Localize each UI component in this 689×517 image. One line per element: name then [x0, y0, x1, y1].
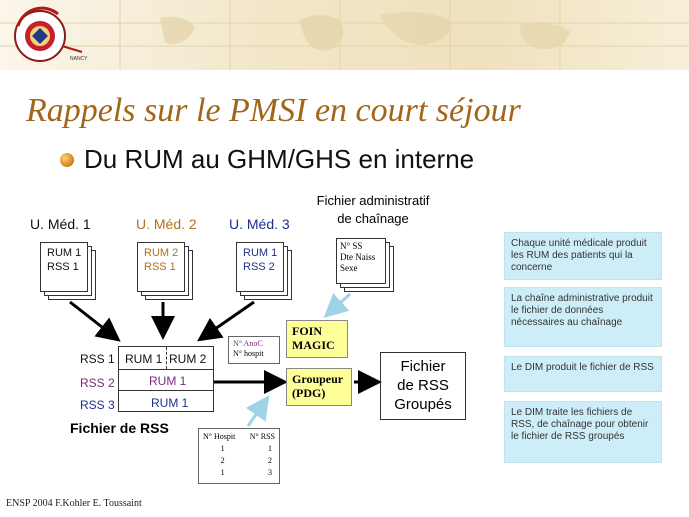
hospit-rss-table: N° Hospit N° RSS 1 1 2 2 1 3: [198, 428, 280, 484]
anoc-box: N° AnoC N° hospit: [228, 336, 280, 364]
anoc-line-1: N° AnoC: [233, 339, 263, 348]
university-logo: NANCY: [10, 6, 94, 64]
unit-3-doc-line-2: RSS 2: [243, 261, 275, 273]
output-line-1: Fichier: [400, 358, 446, 375]
rss-file-table: RUM 1 RUM 2 RUM 1 RUM 1: [118, 346, 214, 412]
chainage-doc-line-2: Dte Naiss: [340, 252, 376, 262]
header-banner: [0, 0, 689, 70]
rss-row-1-label: RSS 1: [80, 352, 115, 366]
rss-row-3-label: RSS 3: [80, 398, 115, 412]
unit-1-doc-line-1: RUM 1: [47, 247, 82, 259]
side-note-4: Le DIM traite les fichiers de RSS, de ch…: [504, 401, 662, 463]
output-line-2: de RSS: [397, 377, 449, 394]
chainage-file-title: Fichier administratif de chaînage: [298, 192, 448, 228]
hospit-cell-2-1: 2: [220, 456, 225, 465]
unit-2-label: U. Méd. 2: [136, 216, 197, 232]
slide-subtitle: Du RUM au GHM/GHS en interne: [84, 144, 475, 174]
rss-row-1-cell-1: RUM 1: [125, 352, 163, 366]
side-note-1: Chaque unité médicale produit les RUM de…: [504, 232, 662, 280]
rss-row-1-cell-2: RUM 2: [169, 352, 207, 366]
foin-line-2: MAGIC: [292, 338, 335, 352]
arrow-unit3-to-rss: [197, 300, 255, 342]
chainage-doc-line-3: Sexe: [340, 263, 358, 273]
foin-magic-box: FOIN MAGIC: [286, 320, 348, 358]
side-note-2: La chaîne administrative produit le fich…: [504, 287, 662, 347]
groupeur-box: Groupeur (PDG): [286, 368, 352, 406]
unit-2-doc-line-2: RSS 1: [144, 261, 176, 273]
side-note-3: Le DIM produit le fichier de RSS: [504, 356, 662, 392]
groupeur-line-1: Groupeur: [292, 372, 344, 386]
chainage-title-line-2: de chaînage: [337, 211, 409, 226]
hospit-cell-3-2: 3: [268, 468, 272, 477]
world-map-decoration: [0, 0, 689, 70]
output-line-3: Groupés: [394, 396, 452, 413]
arrow-chainage-to-foin: [323, 292, 352, 319]
hospit-header-1: N° Hospit: [203, 432, 236, 441]
hospit-cell-1-2: 1: [268, 444, 272, 453]
chainage-doc-line-1: N° SS: [340, 241, 363, 251]
hospit-header-2: N° RSS: [249, 432, 275, 441]
rss-row-3-cell-1: RUM 1: [151, 396, 189, 410]
rss-file-caption: Fichier de RSS: [70, 420, 169, 436]
svg-text:NANCY: NANCY: [70, 56, 88, 62]
unit-3-doc-line-1: RUM 1: [243, 247, 278, 259]
groupeur-line-2: (PDG): [292, 386, 326, 400]
hospit-cell-1-1: 1: [220, 444, 225, 453]
unit-3-label: U. Méd. 3: [229, 216, 290, 232]
foin-line-1: FOIN: [292, 324, 322, 338]
unit-1-label: U. Méd. 1: [30, 216, 91, 232]
grouped-rss-file-box: Fichier de RSS Groupés: [380, 352, 466, 420]
chainage-title-line-1: Fichier administratif: [316, 193, 430, 208]
arrow-unit1-to-rss: [69, 300, 121, 342]
unit-1-doc-line-2: RSS 1: [47, 261, 79, 273]
arrow-table-to-groupeur: [245, 395, 270, 427]
hospit-cell-2-2: 2: [268, 456, 272, 465]
footer-credit: ENSP 2004 F.Kohler E. Toussaint: [6, 498, 142, 509]
bullet-icon: [60, 153, 74, 167]
unit-2-doc-line-1: RUM 2: [144, 247, 179, 259]
rss-row-2-cell-1: RUM 1: [149, 374, 187, 388]
hospit-cell-3-1: 1: [220, 468, 225, 477]
page-title: Rappels sur le PMSI en court séjour: [26, 92, 521, 129]
rss-row-2-label: RSS 2: [80, 376, 115, 390]
anoc-line-2: N° hospit: [233, 349, 264, 358]
